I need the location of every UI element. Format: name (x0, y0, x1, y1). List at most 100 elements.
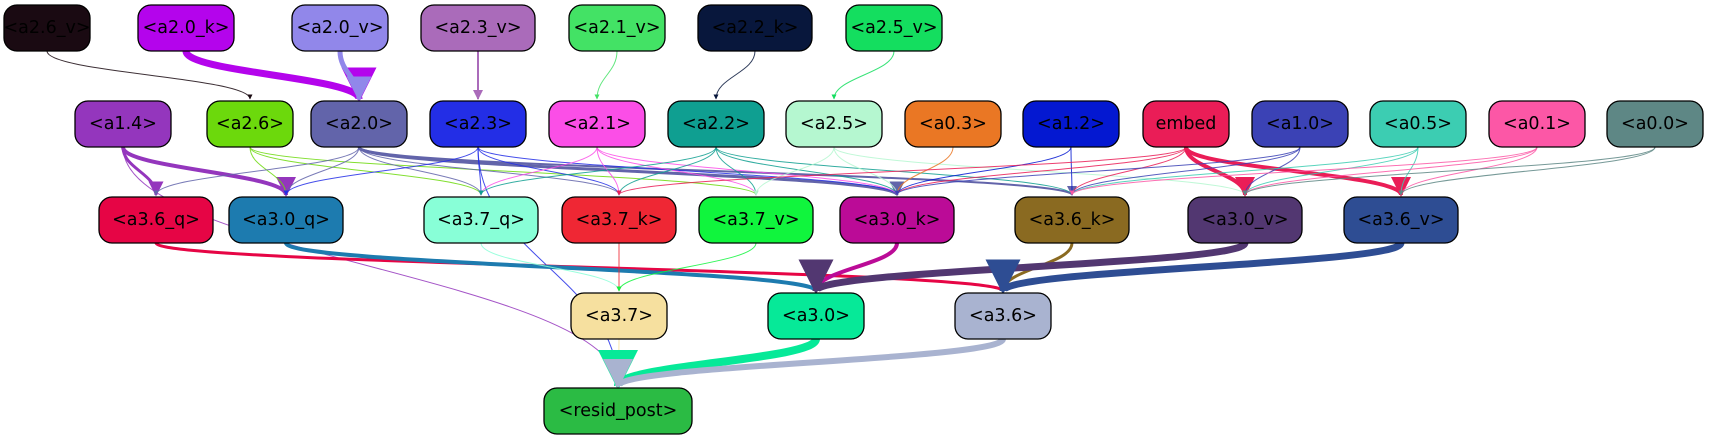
node-a3-0-k-label: <a3.0_k> (854, 210, 941, 230)
edge-a0-5-to-a3-6-v (1398, 146, 1419, 196)
node-a3-6-k-label: <a3.6_k> (1029, 210, 1116, 230)
node-resid-post[interactable]: <resid_post> (543, 387, 693, 435)
node-embed[interactable]: embed (1142, 100, 1230, 148)
node-a2-6-box (206, 100, 294, 148)
node-a3-7-v[interactable]: <a3.7_v> (698, 196, 814, 244)
node-a0-0[interactable]: <a0.0> (1606, 100, 1704, 148)
node-a3-6-q[interactable]: <a3.6_q> (98, 196, 214, 244)
node-a2-3-label: <a2.3> (444, 114, 512, 134)
node-a3-7-q[interactable]: <a3.7_q> (423, 196, 539, 244)
node-a0-3[interactable]: <a0.3> (904, 100, 1002, 148)
node-a0-5[interactable]: <a0.5> (1369, 100, 1467, 148)
node-a2-5-v[interactable]: <a2.5_v> (845, 4, 943, 52)
edge-a2-6-to-a3-7-v (249, 146, 759, 196)
node-a3-7[interactable]: <a3.7> (570, 292, 668, 340)
node-a3-0-label: <a3.0> (782, 306, 850, 326)
graph-nodes: <a2.6_v> <a2.0_k> <a2.0_v> <a2.3_v> <a2.1_v>… (3, 4, 1704, 435)
edge-a2-6-to-a3-0-q (249, 146, 289, 196)
node-a3-6-box (954, 292, 1052, 340)
node-a0-1[interactable]: <a0.1> (1488, 100, 1586, 148)
graph-edges (46, 49, 1656, 390)
node-a2-3[interactable]: <a2.3> (429, 100, 527, 148)
node-a0-5-label: <a0.5> (1384, 114, 1452, 134)
edge-a2-2-to-a3-7-q (478, 146, 717, 196)
edge-embed-to-a3-0-k (894, 146, 1187, 196)
node-a2-2[interactable]: <a2.2> (667, 100, 765, 148)
node-a2-5-v-box (845, 4, 943, 52)
edge-a2-1-v-to-a2-1 (594, 50, 618, 100)
node-a3-0-k[interactable]: <a3.0_k> (839, 196, 955, 244)
node-a3-7-label: <a3.7> (585, 306, 653, 326)
node-a3-0-v[interactable]: <a3.0_v> (1187, 196, 1303, 244)
node-a2-0-box (310, 100, 408, 148)
node-a3-6-k[interactable]: <a3.6_k> (1014, 196, 1130, 244)
node-a0-1-box (1488, 100, 1586, 148)
node-a1-0-label: <a1.0> (1266, 114, 1334, 134)
node-a3-0-q-box (228, 196, 344, 244)
node-a2-6-v-box (3, 4, 91, 52)
edge-embed-to-a3-6-v (1184, 146, 1411, 197)
node-a3-6-v-label: <a3.6_v> (1358, 210, 1445, 230)
node-a2-0[interactable]: <a2.0> (310, 100, 408, 148)
edge-a2-2-to-a3-7-v (715, 146, 759, 196)
node-embed-label: embed (1156, 114, 1217, 134)
node-a2-6-v[interactable]: <a2.6_v> (3, 4, 91, 52)
node-a3-0-k-box (839, 196, 955, 244)
node-a3-0[interactable]: <a3.0> (767, 292, 865, 340)
node-a3-0-v-box (1187, 196, 1303, 244)
edge-a2-0-to-a3-0-q (283, 146, 360, 196)
node-a2-1-box (548, 100, 646, 148)
node-a2-0-v-label: <a2.0_v> (297, 18, 384, 38)
node-a1-4-label: <a1.4> (89, 114, 157, 134)
node-a2-3-v[interactable]: <a2.3_v> (420, 4, 536, 52)
edge-a0-3-to-a3-0-k (894, 146, 954, 196)
node-a2-5-v-label: <a2.5_v> (851, 18, 938, 38)
edge-a2-2-k-to-a2-2 (713, 50, 756, 100)
edge-a2-5-to-a3-7-v (753, 146, 835, 196)
node-a2-2-label: <a2.2> (682, 114, 750, 134)
node-a2-5[interactable]: <a2.5> (785, 100, 883, 148)
node-embed-box (1142, 100, 1230, 148)
edge-a2-1-to-a3-0-k (596, 146, 900, 196)
node-a0-0-label: <a0.0> (1621, 114, 1689, 134)
node-a2-3-box (429, 100, 527, 148)
node-a3-7-v-label: <a3.7_v> (713, 210, 800, 230)
node-a2-6-label: <a2.6> (216, 114, 284, 134)
node-a2-5-label: <a2.5> (800, 114, 868, 134)
node-a2-1-label: <a2.1> (563, 114, 631, 134)
node-a2-1-v[interactable]: <a2.1_v> (568, 4, 666, 52)
node-a3-6[interactable]: <a3.6> (954, 292, 1052, 340)
edge-a0-5-to-a3-6-k (1069, 146, 1419, 196)
edge-a1-4-to-a3-0-q (121, 146, 296, 197)
edge-a1-2-to-a3-0-k (894, 146, 1072, 196)
node-a2-1[interactable]: <a2.1> (548, 100, 646, 148)
edge-a1-0-to-a3-6-k (1069, 146, 1301, 196)
edge-a0-1-to-a3-6-v (1398, 146, 1538, 196)
node-a1-4[interactable]: <a1.4> (74, 100, 172, 148)
node-a2-0-k[interactable]: <a2.0_k> (137, 4, 235, 52)
node-a3-6-q-box (98, 196, 214, 244)
edge-a1-2-to-a3-6-k (1069, 146, 1075, 196)
node-a1-0[interactable]: <a1.0> (1251, 100, 1349, 148)
node-a3-7-k-box (561, 196, 677, 244)
node-a2-0-v[interactable]: <a2.0_v> (291, 4, 389, 52)
edge-a2-0-k-to-a2-0 (182, 49, 377, 103)
node-a3-7-v-box (698, 196, 814, 244)
edge-a0-1-to-a3-6-k (1069, 146, 1538, 196)
edge-a3-0-v-to-a3-0 (799, 239, 1249, 295)
edge-a2-0-to-a3-7-k (358, 146, 622, 196)
node-a2-6[interactable]: <a2.6> (206, 100, 294, 148)
node-a3-6-v[interactable]: <a3.6_v> (1343, 196, 1459, 244)
node-a2-1-v-box (568, 4, 666, 52)
edge-a0-1-to-a3-0-v (1242, 146, 1538, 196)
node-a3-7-k[interactable]: <a3.7_k> (561, 196, 677, 244)
node-resid-post-label: <resid_post> (559, 401, 678, 421)
node-a3-0-q-label: <a3.0_q> (242, 210, 330, 230)
node-a2-2-k[interactable]: <a2.2_k> (697, 4, 813, 52)
node-a1-2[interactable]: <a1.2> (1022, 100, 1120, 148)
node-a3-7-q-label: <a3.7_q> (437, 210, 525, 230)
node-a3-0-q[interactable]: <a3.0_q> (228, 196, 344, 244)
edge-a2-6-to-a3-7-q (249, 146, 484, 196)
edge-a1-0-to-a3-0-v (1242, 146, 1301, 196)
node-a2-3-v-label: <a2.3_v> (435, 18, 522, 38)
